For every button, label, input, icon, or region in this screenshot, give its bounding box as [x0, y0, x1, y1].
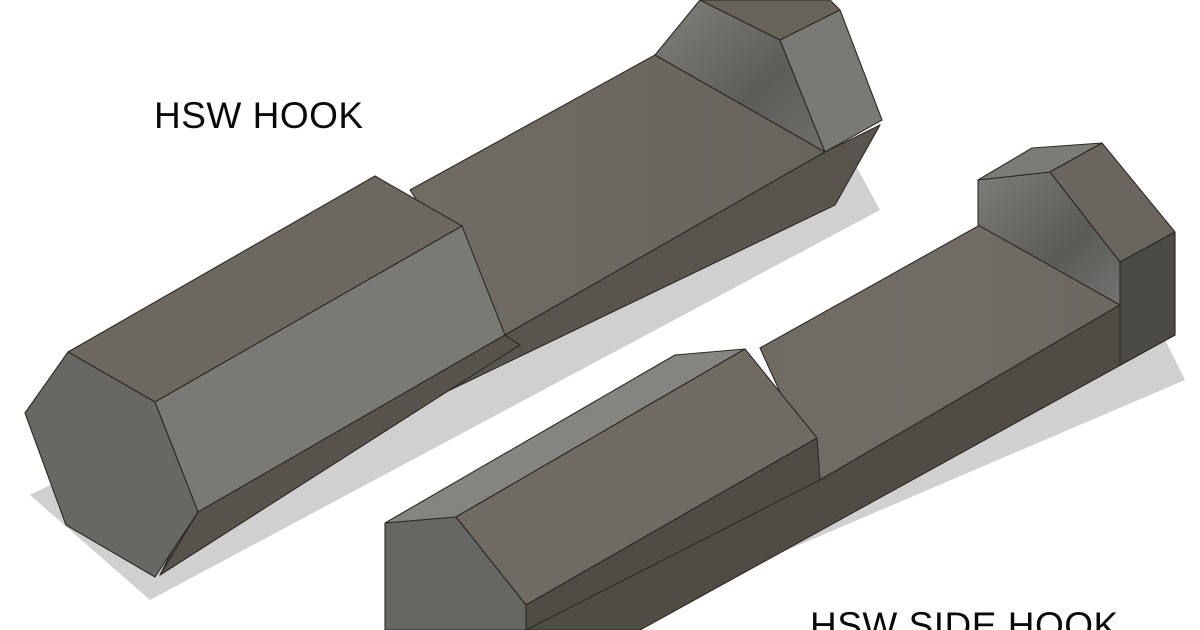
hsw-side-hook-label: HSW SIDE HOOK [810, 605, 1119, 630]
hsw-hook-label: HSW HOOK [154, 95, 364, 136]
side-hook-end-right-face [1119, 231, 1176, 366]
hsw-side-hook-model [384, 142, 1176, 630]
hook-hex-end-face [24, 351, 199, 578]
hook-end-outer-face [779, 9, 883, 153]
hook-hex-lower-face [159, 334, 521, 576]
side-hook-end-cap-face [384, 516, 527, 630]
hsw-hook-model [24, 0, 883, 578]
